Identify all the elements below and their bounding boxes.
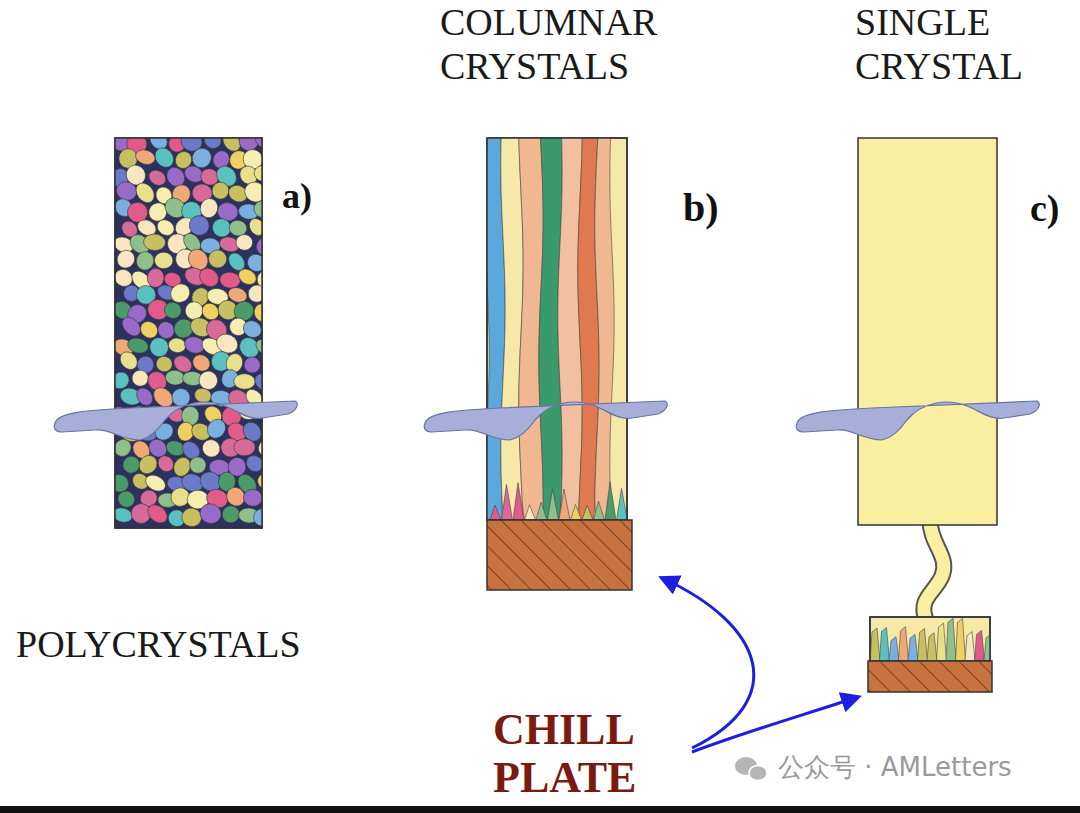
chill-plate bbox=[868, 661, 992, 692]
bottom-bar bbox=[0, 806, 1080, 813]
starter-block bbox=[870, 617, 990, 661]
chill-plate bbox=[487, 520, 632, 590]
panel-letter: b) bbox=[683, 186, 743, 230]
callout-label: CHILL PLATE bbox=[493, 706, 683, 802]
grain-selector bbox=[924, 520, 944, 620]
panel-letter: c) bbox=[1030, 186, 1078, 230]
panel-letter: a) bbox=[282, 176, 342, 216]
watermark-icon bbox=[735, 757, 767, 781]
polycrystal-blade bbox=[106, 127, 290, 530]
blade-platform bbox=[424, 401, 667, 440]
blade-platform bbox=[796, 401, 1039, 440]
watermark: 公众号 · AMLetters bbox=[778, 752, 1068, 782]
column-title: SINGLE CRYSTAL bbox=[855, 0, 1065, 88]
column-title: POLYCRYSTALS bbox=[16, 622, 376, 666]
blade-platform bbox=[54, 401, 297, 440]
column-title: COLUMNAR CRYSTALS bbox=[440, 0, 700, 88]
columnar-blade bbox=[485, 130, 632, 590]
leader-arrows bbox=[662, 578, 858, 752]
